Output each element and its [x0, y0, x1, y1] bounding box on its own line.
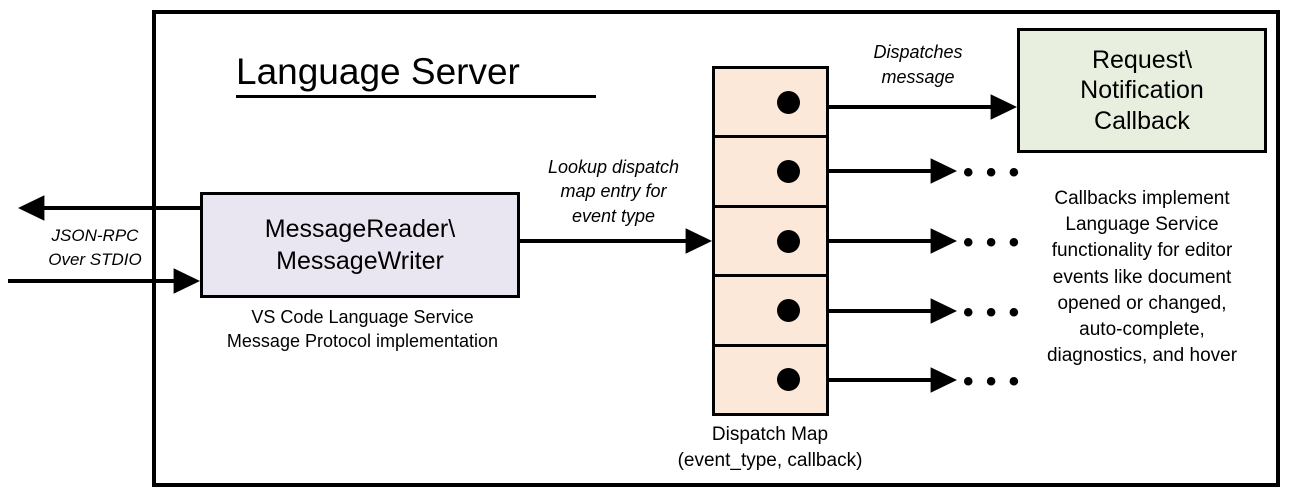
- table-row[interactable]: [715, 347, 826, 413]
- ellipsis-row-2: • • •: [963, 156, 1022, 189]
- ellipsis-row-3: • • •: [963, 226, 1022, 259]
- language-server-boundary: [152, 10, 1280, 487]
- callback-dot-icon: [777, 298, 800, 322]
- table-row[interactable]: [715, 138, 826, 208]
- callback-dot-icon: [777, 229, 800, 253]
- page-title: Language Server: [236, 51, 596, 98]
- table-row[interactable]: [715, 208, 826, 278]
- message-reader-writer-box[interactable]: MessageReader\MessageWriter: [200, 192, 520, 298]
- table-row[interactable]: [715, 69, 826, 139]
- ellipsis-row-4: • • •: [963, 296, 1022, 329]
- dispatch-map-caption: Dispatch Map(event_type, callback): [677, 424, 863, 471]
- table-row[interactable]: [715, 277, 826, 347]
- callback-dot-icon: [777, 160, 800, 184]
- message-reader-writer-label: MessageReader\MessageWriter: [264, 215, 456, 275]
- callback-dot-icon: [777, 90, 800, 114]
- callback-dot-icon: [777, 368, 800, 392]
- dispatch-map-table[interactable]: [712, 66, 829, 416]
- ellipsis-row-5: • • •: [963, 365, 1022, 398]
